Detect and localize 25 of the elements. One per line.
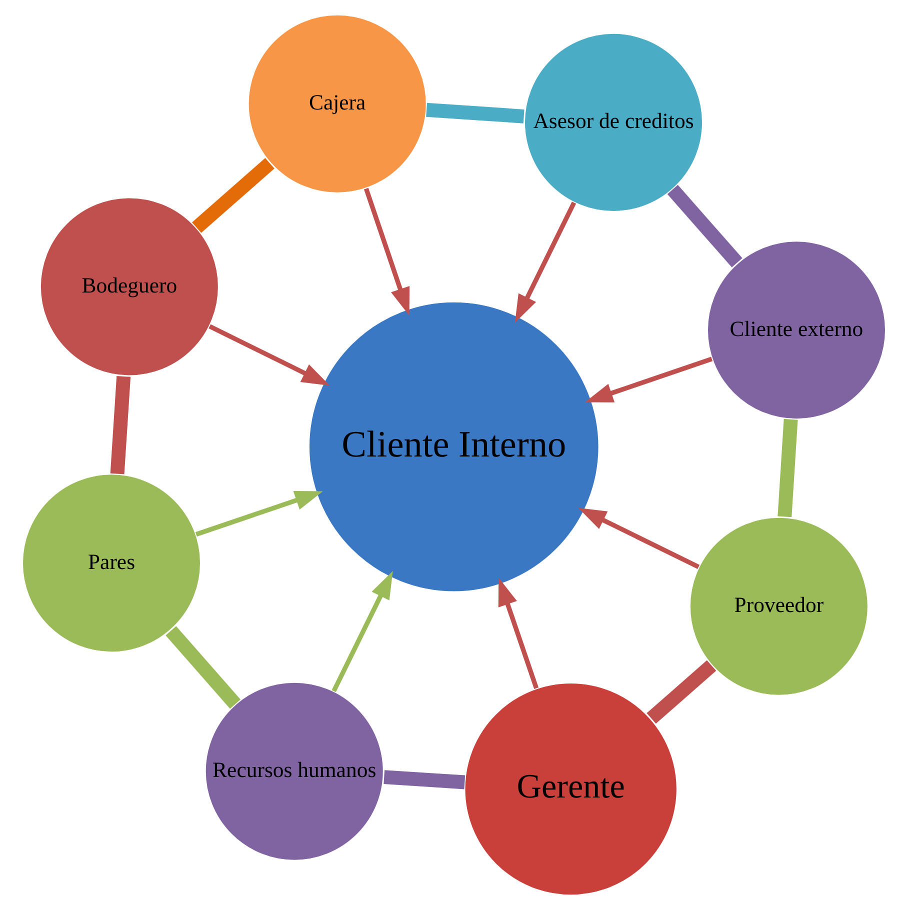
connector xyxy=(666,184,742,268)
node-circle: Asesor de creditos xyxy=(522,32,704,212)
arrow xyxy=(498,578,538,689)
connector xyxy=(110,376,130,474)
arrow xyxy=(514,202,576,323)
node-circle: Pares xyxy=(20,473,202,654)
connector xyxy=(191,158,274,233)
node-circle: Cliente Interno xyxy=(307,300,600,593)
node-circle: Bodeguero xyxy=(38,196,219,377)
arrow xyxy=(363,188,410,316)
node-circle: Gerente xyxy=(463,682,678,896)
connector xyxy=(383,770,465,790)
node-circle: Proveedor xyxy=(688,516,868,696)
arrow xyxy=(584,356,712,402)
node-circle: Cajera xyxy=(246,14,427,194)
connector xyxy=(165,626,240,709)
connector xyxy=(777,418,798,518)
arrow xyxy=(194,491,322,537)
node-circle: Recursos humanos xyxy=(204,681,384,862)
node-circle: Cliente externo xyxy=(706,240,886,420)
arrow xyxy=(331,570,392,692)
connector xyxy=(426,102,524,124)
connector xyxy=(646,660,716,724)
arrow xyxy=(578,508,700,570)
arrow xyxy=(208,324,330,386)
